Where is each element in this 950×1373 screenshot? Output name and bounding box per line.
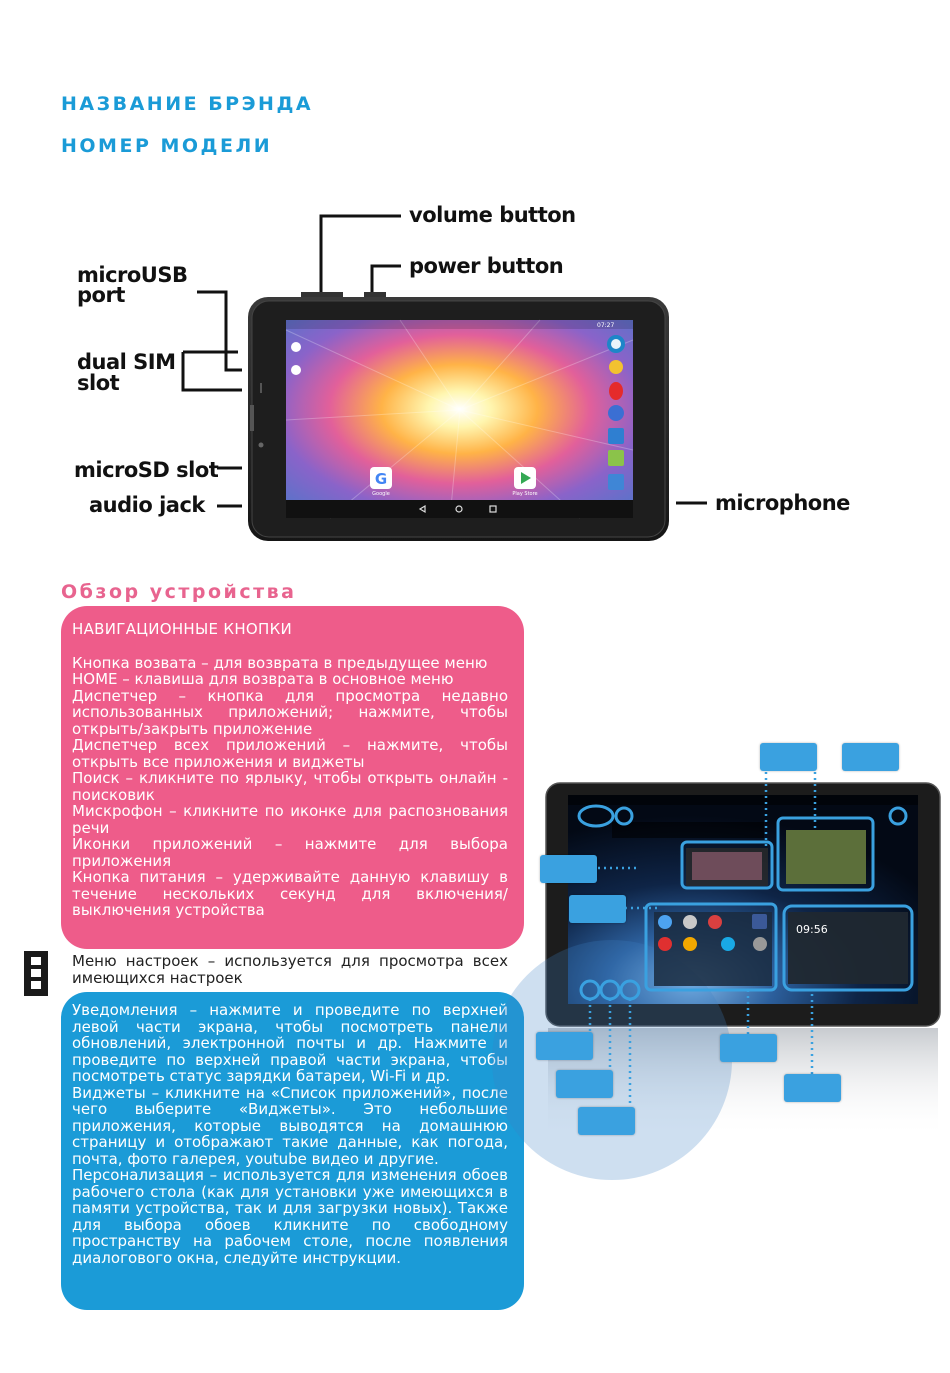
nav-item-power: Кнопка питания – удерживайте данную клав… [72,868,508,919]
svg-text:G: G [375,470,387,488]
overview-title: Обзор устройства [61,581,297,603]
navigation-buttons-box: НАВИГАЦИОННЫЕ КНОПКИ Кнопка возвата – дл… [61,606,524,949]
google-app-label: Google [372,491,390,497]
model-number: НОМЕР МОДЕЛИ [61,135,273,157]
power-button-label: power button [409,254,564,278]
microusb-label-line1: microUSB [77,263,188,287]
callout-box [760,743,817,771]
tablet-illustration: G [181,214,707,541]
clock-widget-time: 09:56 [796,923,828,936]
audio-jack-label: audio jack [89,493,205,517]
callout-box [556,1070,613,1098]
microphone-label: microphone [715,491,850,515]
nav-item-home: HOME – клавиша для возврата в основное м… [72,670,454,688]
settings-menu-text: Меню настроек – используется для просмот… [72,952,508,987]
status-time: 07:27 [597,322,615,329]
personalization-text: Персонализация – используется для измене… [72,1166,508,1267]
volume-button-label: volume button [409,203,576,227]
features-box: Уведомления – нажмите и проведите по вер… [61,992,524,1310]
nav-item-recent: Диспетчер – кнопка для просмотра недавно… [72,686,508,738]
settings-menu-description: Меню настроек – используется для просмот… [72,953,508,986]
nav-item-search: Поиск – кликните по ярлыку, чтобы открыт… [72,769,508,804]
callout-box [578,1107,635,1135]
callout-box [536,1032,593,1060]
callout-box [784,1074,841,1102]
widgets-text: Виджеты – кликните на «Список приложений… [72,1083,508,1168]
callout-box [720,1034,777,1062]
callout-box [842,743,899,771]
play-store-app-label: Play Store [512,491,538,497]
nav-item-app-icons: Иконки приложений – нажмите для выбора п… [72,835,508,870]
settings-menu-icon [24,951,48,996]
dual-sim-label-line1: dual SIM [77,350,176,374]
notifications-text: Уведомления – нажмите и проведите по вер… [72,1001,508,1085]
navigation-box-title: НАВИГАЦИОННЫЕ КНОПКИ [72,620,293,638]
nav-item-all-apps: Диспетчер всех приложений – нажмите, что… [72,736,508,771]
microsd-slot-label: microSD slot [74,458,219,482]
callout-box [540,855,597,883]
nav-item-microphone: Мискрофон – кликните по иконке для распо… [72,802,508,837]
callout-box [569,895,626,923]
brand-name: НАЗВАНИЕ БРЭНДА [61,93,314,115]
nav-item-back: Кнопка возвата – для возврата в предыдущ… [72,653,488,672]
dual-sim-label-line2: slot [77,371,120,395]
microusb-label-line2: port [77,283,125,307]
